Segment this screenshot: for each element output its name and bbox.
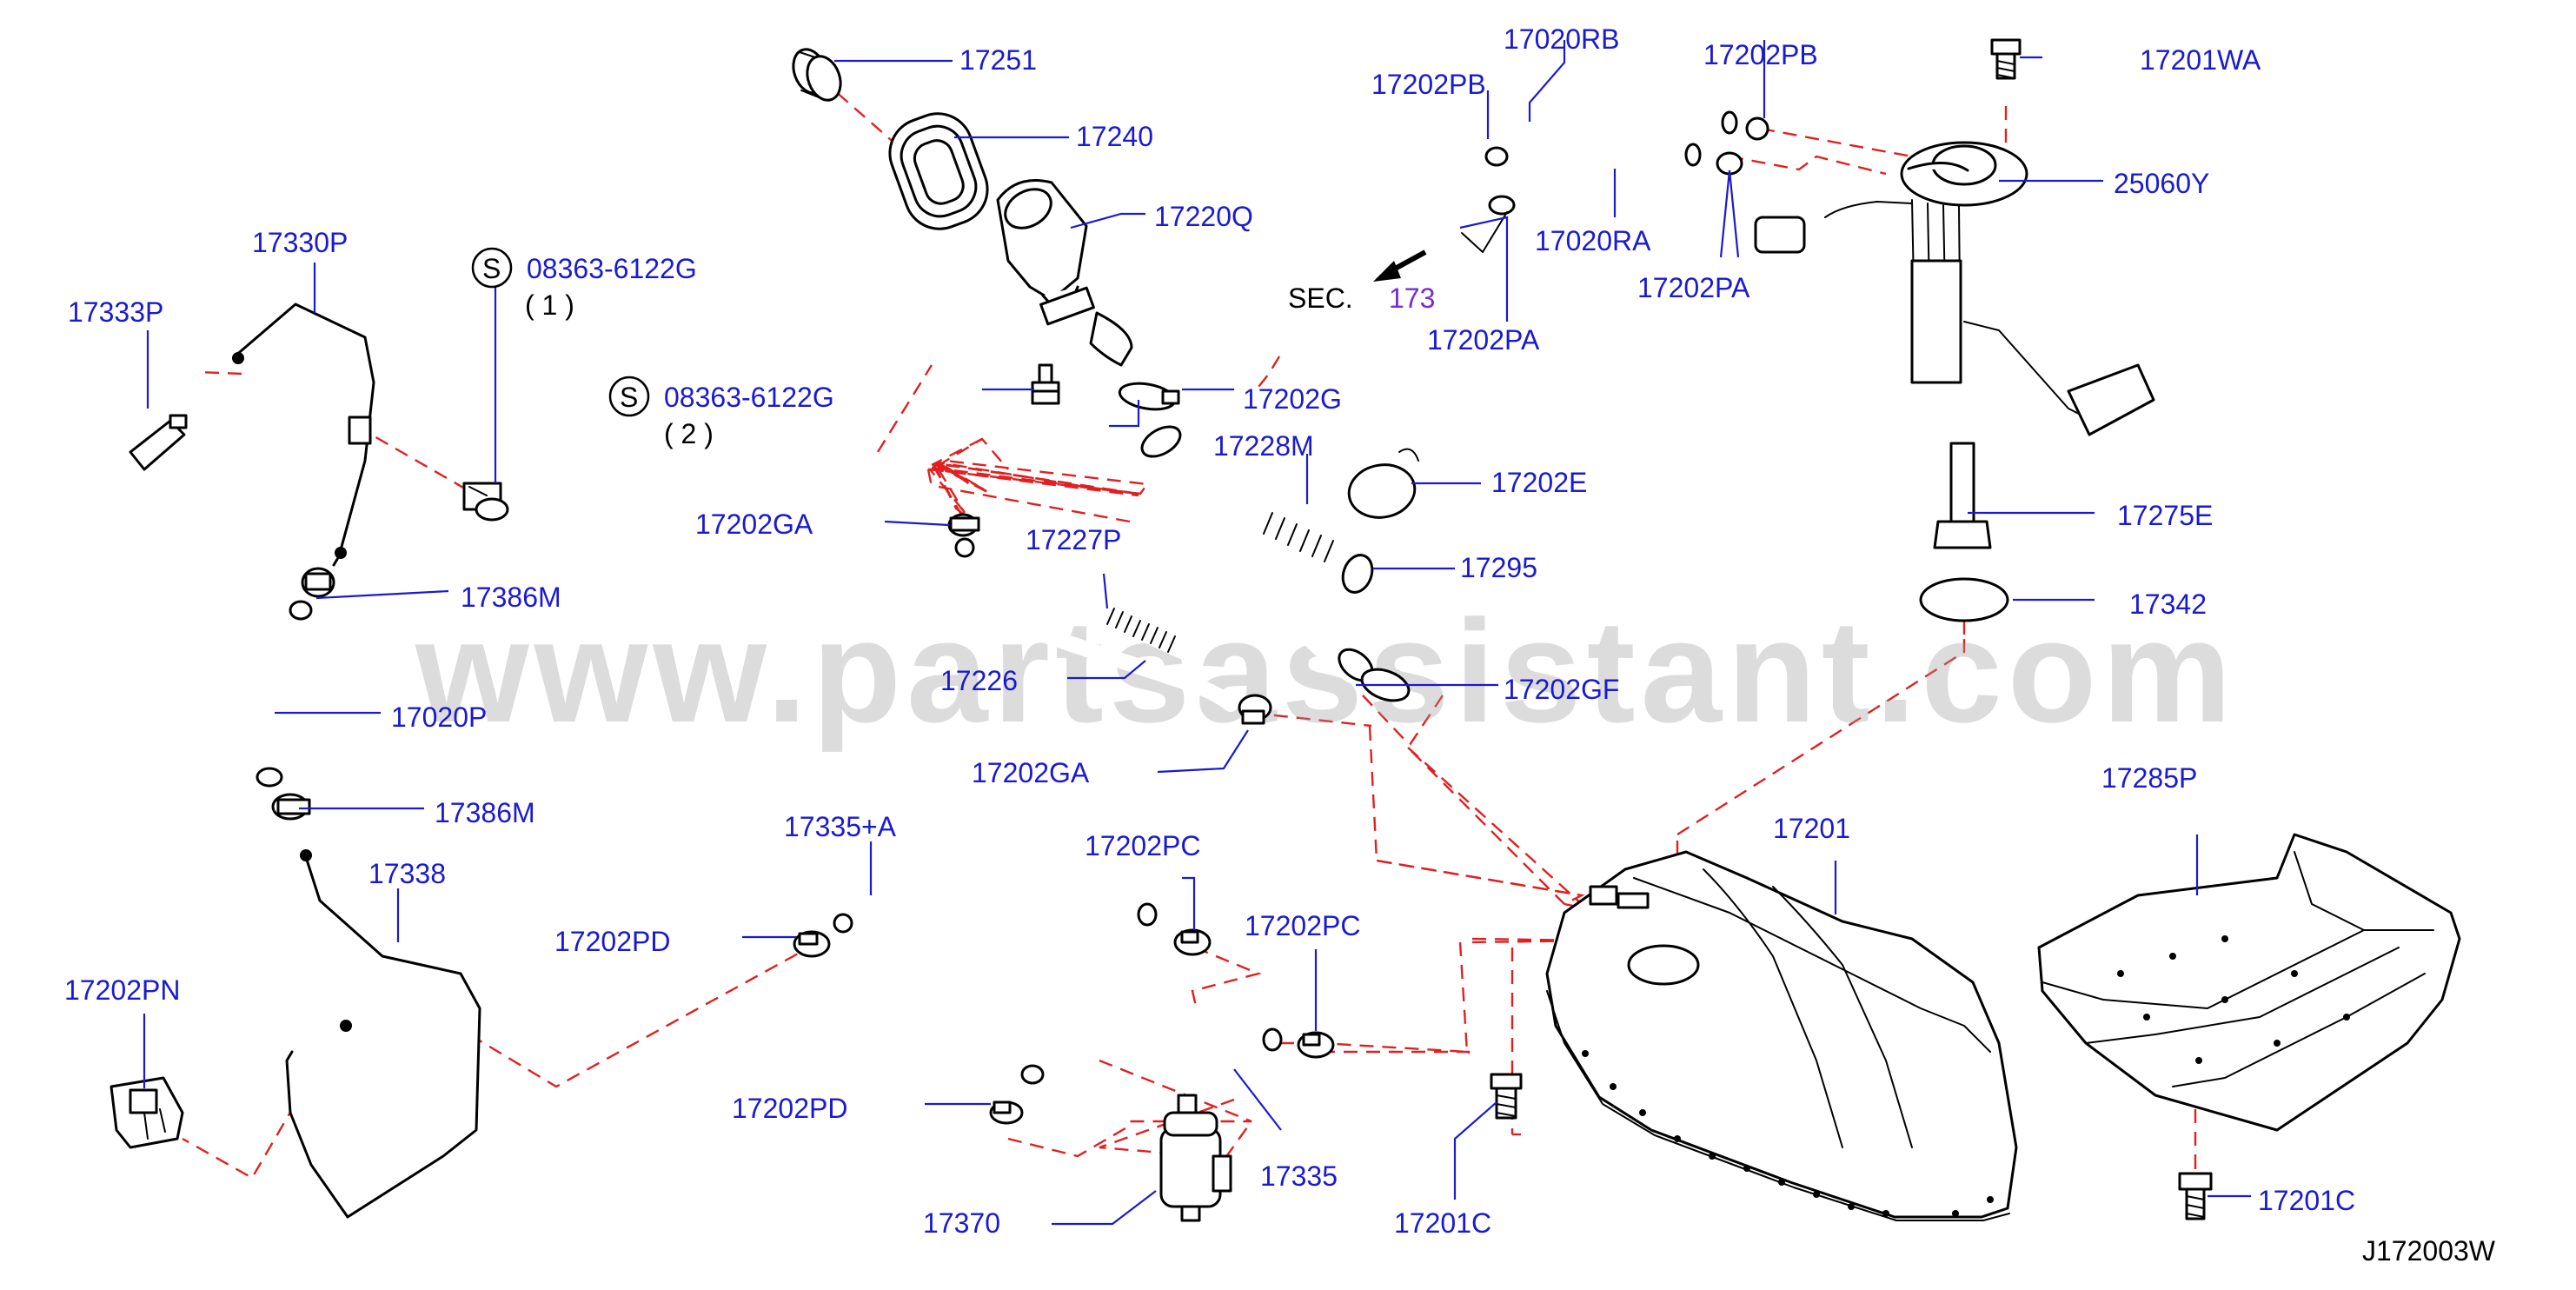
part-17295-corrugated-tube	[1254, 510, 1374, 594]
section-number: 173	[1389, 283, 1435, 314]
part-17202PD-clamp-bottom	[989, 1100, 1024, 1125]
label-17202E: 17202E	[1491, 467, 1587, 498]
part-17335-hose	[1016, 874, 1283, 1052]
section-arrow	[1373, 211, 1508, 282]
part-17330P-bracket	[232, 303, 375, 567]
screw-qty-1: ( 1 )	[525, 289, 574, 321]
label-17220Q: 17220Q	[1154, 201, 1253, 232]
label-17202PC-left: 17202PC	[1085, 830, 1200, 861]
part-17386M-clamp-top	[301, 567, 335, 598]
label-17020RB: 17020RB	[1504, 23, 1619, 55]
part-17201WA-bolt	[1990, 38, 2022, 80]
label-17275E: 17275E	[2117, 500, 2213, 531]
label-17226: 17226	[940, 665, 1018, 696]
label-17020RA: 17020RA	[1535, 225, 1651, 256]
part-17227P-corrugated	[1100, 608, 1191, 659]
label-17202PB-right: 17202PB	[1703, 39, 1818, 70]
part-17202PD-clamp-top	[793, 930, 831, 958]
screw-symbol-1: S	[482, 253, 501, 284]
part-17020RA-hose	[1520, 131, 1702, 182]
part-25060Y-level-sender	[1754, 141, 2155, 436]
label-17251: 17251	[959, 44, 1037, 76]
label-17201C-left: 17201C	[1394, 1207, 1491, 1239]
label-17335A: 17335+A	[784, 811, 897, 842]
label-17386M-top: 17386M	[461, 582, 561, 613]
part-17285P-heat-shield	[2037, 833, 2461, 1132]
part-17220Q-filler-neck	[996, 179, 1133, 367]
label-17202PC-right: 17202PC	[1245, 910, 1360, 941]
part-17338-bracket	[285, 849, 481, 1219]
part-17333P-plug	[129, 414, 188, 471]
part-bolt-08363-6122G	[462, 482, 509, 522]
part-17202GA-clamp-top	[947, 513, 980, 537]
label-17202PB-left: 17202PB	[1371, 69, 1486, 100]
screw-callout-2: S 08363-6122G ( 2 )	[608, 376, 834, 449]
part-17342-gasket	[1919, 577, 2009, 622]
diagram-code: J172003W	[2362, 1235, 2496, 1267]
part-17202PN-connector	[110, 1076, 184, 1149]
label-17333P: 17333P	[68, 296, 163, 328]
label-17295: 17295	[1460, 552, 1537, 583]
screw-callout-1: S 08363-6122G ( 1 )	[471, 247, 697, 321]
label-17020P: 17020P	[391, 702, 487, 733]
part-17201C-bolt-right	[2178, 1172, 2213, 1220]
label-17342: 17342	[2129, 588, 2207, 620]
part-17202G-clamp	[1118, 382, 1180, 411]
section-prefix: SEC.	[1288, 283, 1353, 314]
label-17330P: 17330P	[252, 227, 348, 258]
label-17338: 17338	[368, 858, 446, 889]
screw-part-2: 08363-6122G	[664, 382, 834, 413]
label-17202PD-top: 17202PD	[554, 926, 670, 957]
part-17202E-clamp	[1347, 448, 1419, 519]
label-17201: 17201	[1773, 813, 1850, 844]
label-17202PA-right: 17202PA	[1637, 272, 1750, 303]
part-labels: 17251 17240 17220Q 17020RB 17202PB 17202…	[64, 23, 2496, 1267]
leader-lines	[143, 40, 2251, 1226]
label-17202PN: 17202PN	[64, 974, 180, 1006]
label-17202GF: 17202GF	[1504, 674, 1619, 705]
label-17285P: 17285P	[2101, 762, 2197, 794]
label-17201WA: 17201WA	[2140, 44, 2261, 76]
part-17201C-bolt-left	[1490, 1073, 1523, 1120]
screw-symbol-2: S	[620, 382, 638, 413]
part-17202PC-clamp-right	[1297, 1031, 1335, 1059]
label-17201C-right: 17201C	[2258, 1185, 2355, 1216]
part-17251-cap	[792, 48, 842, 102]
part-17240-grommet	[888, 112, 989, 230]
part-17228M-hose	[1128, 416, 1375, 684]
label-17370: 17370	[923, 1207, 1000, 1239]
part-17386M-clamp-bottom	[271, 793, 311, 821]
part-17202PC-clamp-left	[1173, 928, 1212, 956]
part-17275E-pickup	[1933, 442, 1992, 549]
label-17202PD-bottom: 17202PD	[732, 1093, 847, 1124]
part-17335A-hose	[830, 881, 1048, 1086]
part-bolt-17202G-area	[1031, 363, 1060, 405]
label-17202PA-left: 17202PA	[1427, 324, 1540, 356]
part-17020P-hose	[245, 600, 313, 788]
part-17202PA-clamps	[1488, 151, 1743, 216]
label-17228M: 17228M	[1213, 430, 1314, 462]
label-17386M-bottom: 17386M	[435, 797, 535, 828]
screw-qty-2: ( 2 )	[664, 418, 714, 449]
part-17202PB-clamps	[1484, 116, 1769, 167]
screw-part-1: 08363-6122G	[527, 253, 697, 284]
label-17202GA-top: 17202GA	[695, 509, 813, 540]
label-25060Y: 25060Y	[2114, 168, 2209, 199]
label-17202G: 17202G	[1243, 383, 1342, 415]
part-17201-fuel-tank	[1545, 850, 2018, 1221]
part-17226-tube	[954, 537, 1238, 712]
label-17240: 17240	[1076, 121, 1153, 152]
label-17202GA-bottom: 17202GA	[972, 757, 1090, 788]
part-17202GA-clamp-bottom	[1238, 694, 1272, 725]
label-17227P: 17227P	[1026, 524, 1121, 555]
part-17370-filter	[1159, 1094, 1232, 1222]
label-17335: 17335	[1260, 1160, 1338, 1192]
